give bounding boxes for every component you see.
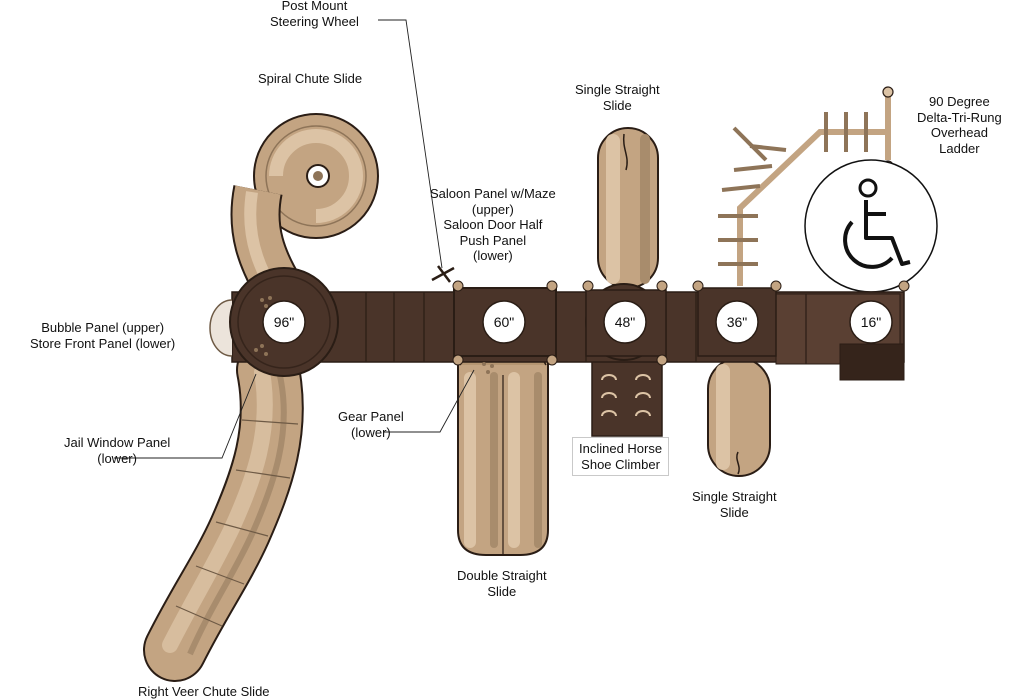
single-straight-slide-top-body: [597, 127, 659, 289]
spiral-chute-slide: [230, 113, 379, 303]
label-single-straight-slide-top: Single Straight Slide: [575, 82, 660, 113]
label-right-veer-chute-slide: Right Veer Chute Slide: [138, 684, 270, 699]
inclined-horse-shoe-climber-body: [591, 351, 663, 437]
label-jail-window-panel: Jail Window Panel (lower): [64, 435, 171, 466]
leader-lines: [114, 19, 475, 459]
deck-roofs: [229, 267, 910, 377]
label-gear-panel: Gear Panel (lower): [338, 409, 404, 440]
deck-walkway: [231, 291, 905, 381]
deck-height-96: 96": [274, 314, 295, 330]
deck-badge-16: 16": [849, 300, 893, 344]
deck-badge-96: 96": [262, 300, 306, 344]
deck-height-60: 60": [494, 314, 515, 330]
label-inclined-horse-shoe-climber: Inclined Horse Shoe Climber: [572, 437, 670, 476]
bubble-panel: [209, 299, 233, 357]
steering-wheel-icon: [431, 265, 455, 283]
label-bubble-panel: Bubble Panel (upper) Store Front Panel (…: [30, 320, 176, 351]
label-spiral-chute-slide: Spiral Chute Slide: [258, 71, 363, 86]
label-saloon-panel: Saloon Panel w/Maze (upper) Saloon Door …: [430, 186, 556, 263]
deck-height-badges: 96" 60" 48" 36" 16": [262, 300, 893, 344]
right-veer-chute-slide: [143, 338, 304, 682]
deck-badge-60: 60": [482, 300, 526, 344]
label-post-mount-steering-wheel: Post Mount Steering Wheel: [270, 0, 359, 29]
deck-height-16: 16": [861, 314, 882, 330]
label-double-straight-slide: Double Straight Slide: [457, 568, 547, 599]
delta-tri-rung-overhead-ladder: [718, 86, 894, 286]
double-straight-slide-body: [457, 344, 549, 556]
deck-height-36: 36": [727, 314, 748, 330]
deck-height-48: 48": [615, 314, 636, 330]
single-straight-slide-bottom-body: [707, 357, 771, 477]
wheelchair-accessibility-icon: [804, 159, 938, 293]
deck-badge-36: 36": [715, 300, 759, 344]
label-single-straight-slide-bottom: Single Straight Slide: [692, 489, 777, 520]
label-delta-tri-rung-ladder: 90 Degree Delta-Tri-Rung Overhead Ladder: [917, 94, 1002, 156]
deck-badge-48: 48": [603, 300, 647, 344]
